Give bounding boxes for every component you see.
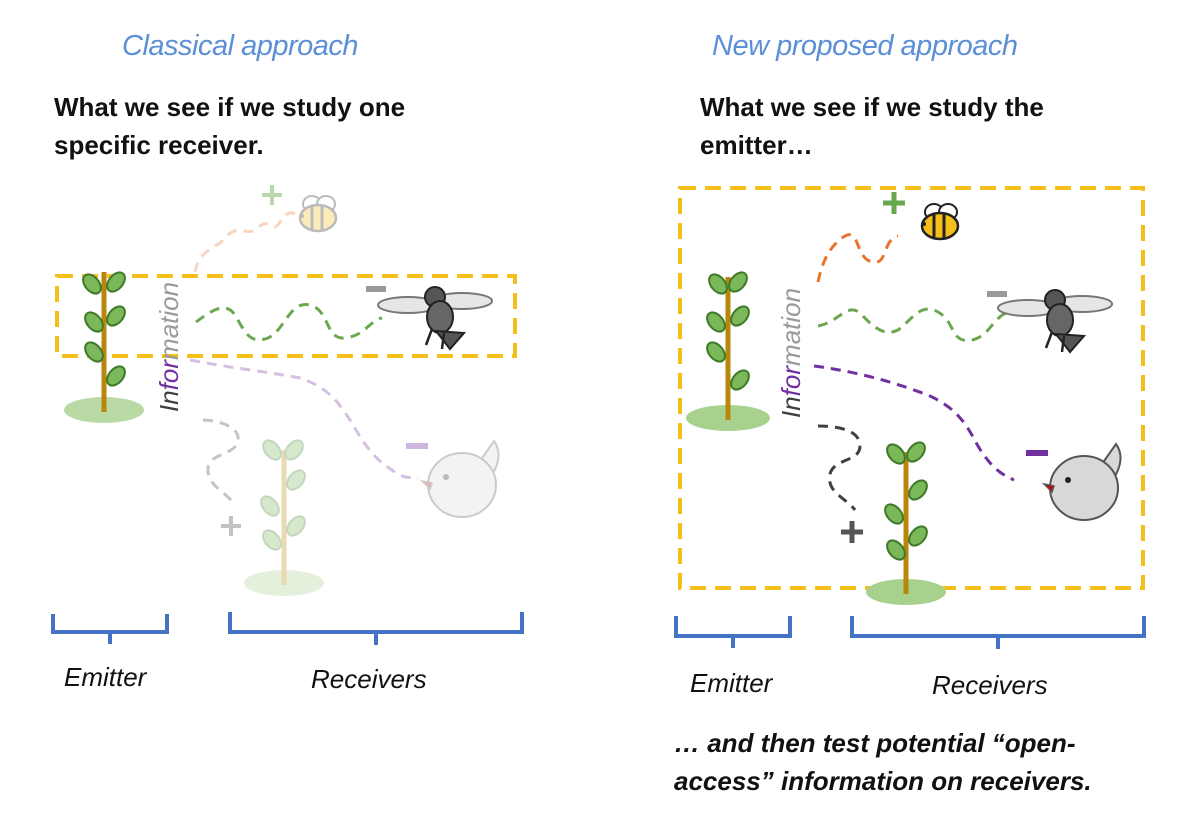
right-fly-path: [817, 307, 1009, 342]
right-receiver-plant-icon: [866, 438, 946, 605]
left-subtitle-line2: specific receiver.: [54, 130, 264, 160]
left-bird-path: [189, 358, 419, 480]
right-bird-icon: [1041, 442, 1122, 521]
right-bee-path: [816, 233, 899, 283]
right-information-label: Information: [776, 288, 806, 418]
left-information-label: Information: [154, 282, 184, 412]
right-receivers-bracket: [850, 616, 1146, 649]
right-footer-line1: … and then test potential “open-: [674, 728, 1076, 758]
left-emitter-plant-icon: [64, 268, 144, 423]
left-bee-sign: [262, 185, 282, 205]
right-info-part3: mation: [776, 288, 806, 366]
right-receivers-label: Receivers: [932, 670, 1048, 700]
left-subtitle-line1: What we see if we study one: [54, 92, 406, 122]
right-footer: … and then test potential “open- access”…: [674, 724, 1174, 800]
right-bird-path: [813, 364, 1015, 482]
right-plant-path: [817, 424, 862, 511]
left-receivers-label: Receivers: [311, 664, 427, 694]
left-bird-icon: [419, 439, 500, 518]
left-bee-icon: [298, 195, 338, 233]
right-subtitle-line1: What we see if we study the: [700, 92, 1044, 122]
left-highlight-box: [55, 274, 517, 358]
right-bee-sign: [883, 192, 905, 214]
right-emitter-plant-icon: [686, 268, 770, 431]
right-emitter-bracket: [674, 616, 792, 648]
right-subtitle-line2: emitter…: [700, 130, 813, 160]
right-highlight-box: [678, 186, 1145, 590]
right-heading: New proposed approach: [712, 30, 1018, 62]
right-fly-icon: [997, 289, 1113, 354]
left-subtitle: What we see if we study one specific rec…: [54, 88, 474, 164]
right-footer-line2: access” information on receivers.: [674, 766, 1092, 796]
left-info-part2: for: [154, 359, 184, 391]
right-emitter-label: Emitter: [690, 668, 773, 698]
left-receiver-plant-icon: [244, 436, 324, 596]
right-info-part2: for: [776, 365, 806, 397]
right-info-part1: In: [776, 396, 806, 418]
left-emitter-bracket: [51, 614, 169, 644]
left-fly-path: [195, 303, 383, 342]
left-emitter-label: Emitter: [64, 662, 147, 692]
left-info-part1: In: [154, 390, 184, 412]
right-bee-icon: [920, 203, 960, 241]
left-heading: Classical approach: [122, 30, 359, 62]
left-fly-icon: [377, 286, 493, 351]
left-info-part3: mation: [154, 282, 184, 360]
right-subtitle: What we see if we study the emitter…: [700, 88, 1120, 164]
left-bee-path: [193, 211, 297, 273]
left-receivers-bracket: [228, 612, 524, 645]
left-plant-sign: [221, 516, 241, 536]
left-plant-path: [202, 418, 240, 506]
right-plant-sign: [841, 521, 863, 543]
